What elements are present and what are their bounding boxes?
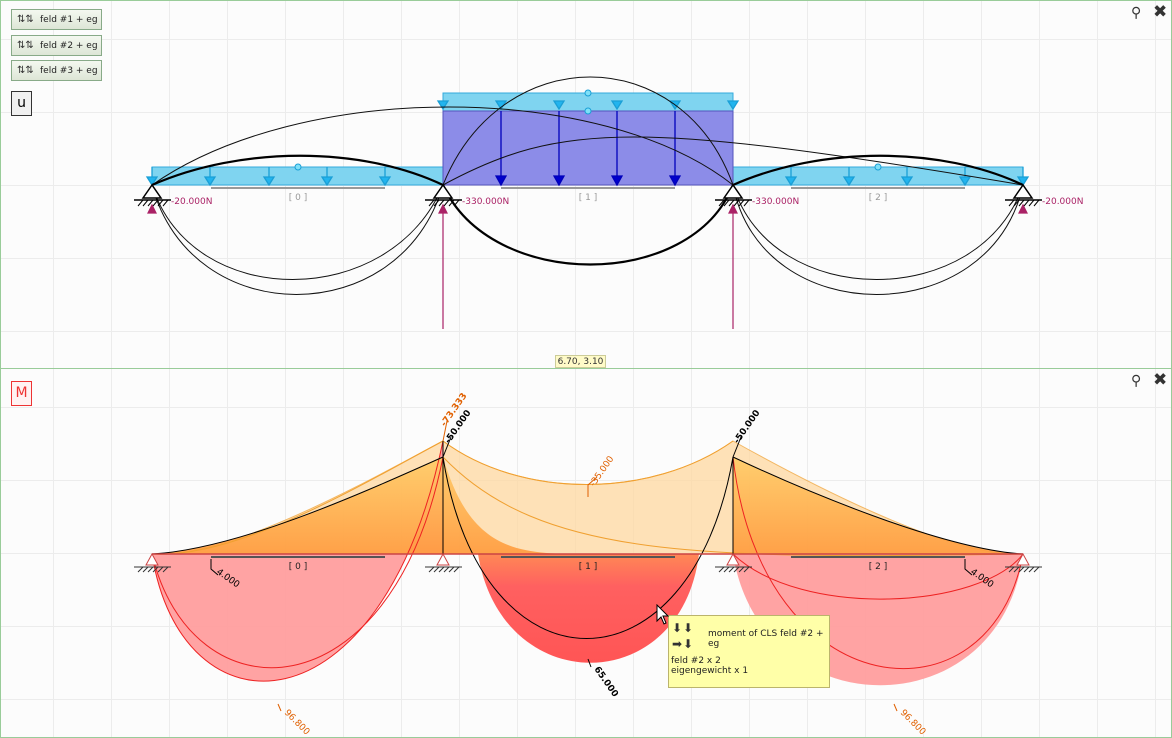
reaction-label-2: -330.000N [752,197,799,207]
load-case-button-3[interactable]: ⇅⇅ feld #3 + eg [11,60,102,81]
load-case-icon: ⇅⇅ [17,14,34,25]
field-label-2: [ 2 ] [869,562,887,572]
deflection-curves [151,76,1024,295]
load-case-label: feld #2 + eg [40,41,98,51]
moment-selected-support-right [733,457,1023,554]
field-label-1: [ 1 ] [579,193,597,203]
field-label-0: [ 0 ] [289,193,307,203]
tooltip-line-1: feld #2 x 2 [671,656,721,666]
displacement-drawing: [ 0 ] [ 1 ] [ 2 ] -20.000N [134,76,1083,329]
load-band-field-1[interactable] [442,110,734,186]
supports[interactable] [134,552,1042,573]
mouse-cursor-icon [656,604,670,625]
field-label-2: [ 2 ] [869,193,887,203]
field-label-0: [ 0 ] [289,562,307,572]
reaction-label-0: -20.000N [171,197,212,207]
moment-panel: [ 0 ] [ 1 ] [ 2 ] [0,368,1172,738]
moment-curves [151,440,1024,682]
load-case-icon: ⇅⇅ [17,65,34,76]
tooltip-title: moment of CLS feld #2 + eg [708,629,824,649]
load-case-label: feld #1 + eg [40,15,98,25]
moment-selected-support-left [152,457,588,554]
support-hatches [137,199,1040,207]
selected-deflection [151,154,1024,266]
pin-icon[interactable]: ⚲ [1131,5,1142,21]
moment-label-field-2: 96.800 [898,708,928,738]
load-case-button-1[interactable]: ⇅⇅ feld #1 + eg [11,9,102,30]
reaction-label-3: -20.000N [1042,197,1083,207]
moment-mode-button[interactable]: M [11,381,32,406]
load-case-label: feld #3 + eg [40,66,98,76]
tooltip-line-2: eigengewicht x 1 [671,666,749,676]
value-leaders [210,420,973,712]
pin-icon[interactable]: ⚲ [1131,373,1142,389]
displacement-panel: [ 0 ] [ 1 ] [ 2 ] -20.000N [0,0,1172,369]
load-direction-icon: ⬇⬇➡⬇ [672,621,695,651]
field-label-1: [ 1 ] [579,562,597,572]
coordinate-readout: 6.70, 3.10 [555,355,606,368]
moment-label-support-right: -50.000 [732,408,762,445]
moment-selected-field-1[interactable] [478,554,699,663]
load-case-icon: ⇅⇅ [17,40,34,51]
moment-label-mid: 65.000 [592,665,620,699]
load-case-button-2[interactable]: ⇅⇅ feld #2 + eg [11,35,102,56]
reaction-label-1: -330.000N [462,197,509,207]
reaction-arrows [147,203,1028,329]
support-verticals [442,441,734,554]
moment-label-field-0: 96.800 [282,708,312,738]
displacement-mode-button[interactable]: u [11,91,32,116]
load-handles[interactable] [294,89,882,171]
close-icon[interactable]: ✖ [1153,370,1168,390]
load-arrows-light [145,100,1030,187]
load-arrows-dark [494,111,682,187]
moment-drawing: [ 0 ] [ 1 ] [ 2 ] [134,391,1042,738]
moment-tooltip: ⬇⬇➡⬇ moment of CLS feld #2 + eg feld #2 … [668,615,830,688]
moment-envelope-field-0[interactable] [152,441,443,682]
close-icon[interactable]: ✖ [1153,2,1168,22]
